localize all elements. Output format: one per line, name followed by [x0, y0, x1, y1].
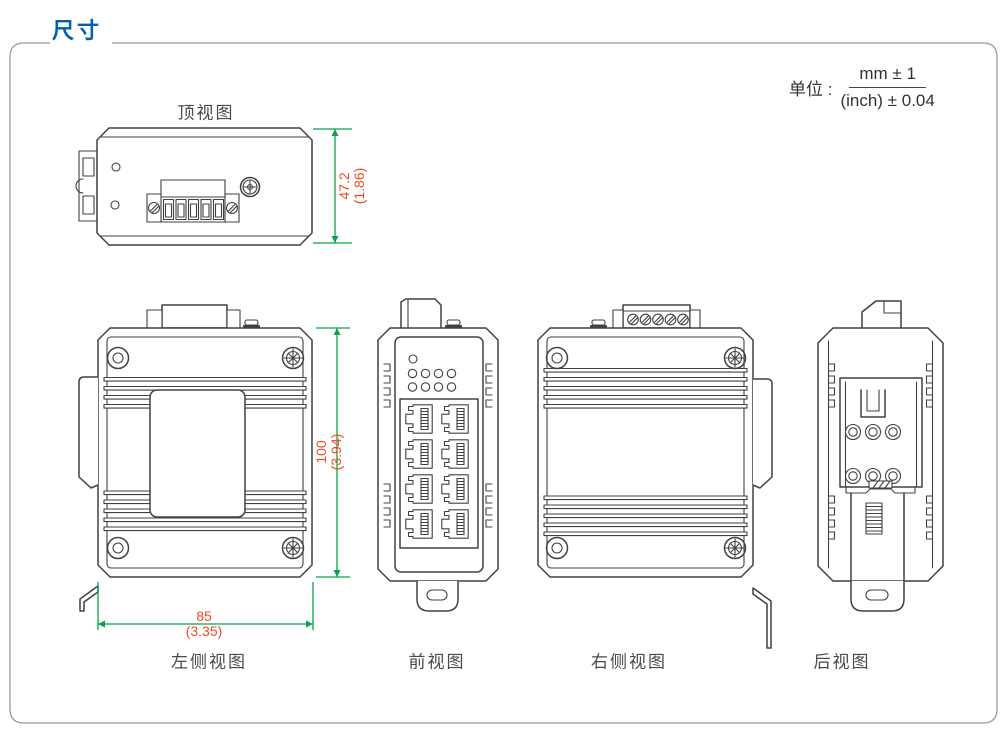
- din-rail-plate: [839, 377, 923, 494]
- reset-button: [589, 319, 608, 329]
- front-view-drawing: [377, 298, 499, 612]
- rj45-port: [441, 474, 469, 504]
- mounting-tab: [416, 581, 459, 612]
- unit-inch: (inch) ± 0.04: [840, 91, 935, 110]
- front-view-body: [377, 327, 499, 582]
- depth-dimension-text: 47.2 (1.86): [336, 167, 367, 205]
- led-indicators: [407, 354, 457, 392]
- unit-annotation: 单位 : mm ± 1 (inch) ± 0.04: [789, 64, 935, 111]
- rj45-port: [405, 509, 433, 539]
- depth-dimension-lines: [313, 128, 352, 244]
- fiber-connector: [75, 150, 98, 222]
- label-plate: [149, 389, 246, 518]
- left-side-view-drawing: [78, 304, 350, 630]
- rj45-port: [405, 439, 433, 469]
- unit-mm: mm ± 1: [849, 64, 926, 88]
- mounting-tab: [850, 581, 905, 612]
- unit-fraction: mm ± 1 (inch) ± 0.04: [840, 64, 934, 111]
- right-view-label: 右侧视图: [591, 652, 667, 672]
- section-title: 尺寸: [52, 18, 103, 43]
- rj45-port: [441, 439, 469, 469]
- corner-screw: [723, 346, 747, 370]
- vent-hole: [110, 200, 120, 210]
- front-view-label: 前视图: [408, 652, 466, 672]
- top-view-drawing: [75, 127, 352, 246]
- terminal-block-top: [146, 179, 240, 223]
- din-slide-latch: [850, 492, 905, 581]
- rj45-port: [441, 404, 469, 434]
- rj45-port: [405, 404, 433, 434]
- top-view-label: 顶视图: [177, 103, 235, 123]
- vent-hole: [111, 162, 121, 172]
- reset-button: [242, 319, 261, 329]
- width-dimension-lines: [97, 582, 314, 630]
- terminal-block-rear: [861, 300, 902, 328]
- left-view-label: 左侧视图: [171, 652, 247, 672]
- rj45-port: [405, 474, 433, 504]
- terminal-block-side: [146, 304, 241, 329]
- rj45-port-block: [399, 398, 479, 549]
- reset-button: [444, 319, 463, 329]
- rear-view-drawing: [817, 300, 944, 612]
- terminal-block-end: [400, 298, 442, 329]
- din-rail-clip: [78, 376, 99, 612]
- height-dimension-lines: [316, 327, 350, 578]
- corner-screw: [281, 346, 305, 370]
- right-side-view-drawing: [537, 304, 773, 649]
- right-view-body: [537, 327, 754, 578]
- corner-screw: [723, 536, 747, 560]
- width-dimension-text: 85 (3.35): [185, 608, 223, 639]
- corner-screw: [281, 536, 305, 560]
- rj45-port: [441, 509, 469, 539]
- grounding-screw: [239, 176, 261, 198]
- rear-view-label: 后视图: [813, 652, 871, 672]
- din-rail-clip: [752, 378, 773, 649]
- height-dimension-text: 100 (3.94): [313, 433, 344, 471]
- section-frame: [9, 42, 998, 724]
- unit-label: 单位 :: [789, 80, 833, 99]
- terminal-block-screws: [612, 304, 701, 329]
- latch-spring: [865, 502, 883, 535]
